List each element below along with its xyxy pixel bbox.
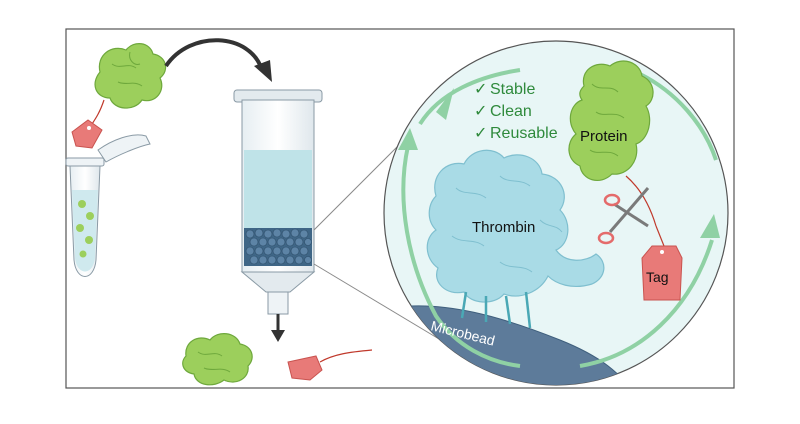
tagged-protein-start [71,43,167,149]
tag-icon [71,119,103,149]
released-protein [182,333,253,386]
tag-icon-released [287,355,323,381]
cycle-arrow-top-right [639,72,718,161]
tag-icon-zoom [641,245,683,301]
protein-blob [94,43,167,109]
benefit-checklist: ✓ Stable ✓ Clean ✓ Reusable [474,81,558,142]
scissors-icon [597,187,650,245]
tag-label: Tag [646,269,669,285]
curved-arrow-icon [164,38,264,71]
check-icon: ✓ [474,81,487,98]
arrowhead-icon [254,60,272,82]
cycle-arrow-top [418,68,521,126]
cycle-arrow-left [401,145,521,368]
microtube-icon [65,134,151,277]
benefit-stable: Stable [490,81,535,98]
benefit-clean: Clean [490,103,532,120]
chromatography-column [233,89,323,315]
thrombin-label: Thrombin [472,219,535,236]
column-liquid [244,150,312,230]
thrombin-enzyme: Thrombin [426,149,605,329]
check-icon: ✓ [474,125,487,142]
benefit-reusable: Reusable [490,125,558,142]
zoom-protein: Protein [568,60,654,182]
zoom-tag: Tag [641,225,683,301]
linker-string [625,175,657,227]
bead-tethers [460,291,532,329]
tag-string [91,99,105,125]
cycle-arrow-right [579,239,714,368]
released-tag [287,349,373,381]
check-icon: ✓ [474,103,487,120]
beads [245,228,312,265]
protein-label: Protein [580,128,628,145]
